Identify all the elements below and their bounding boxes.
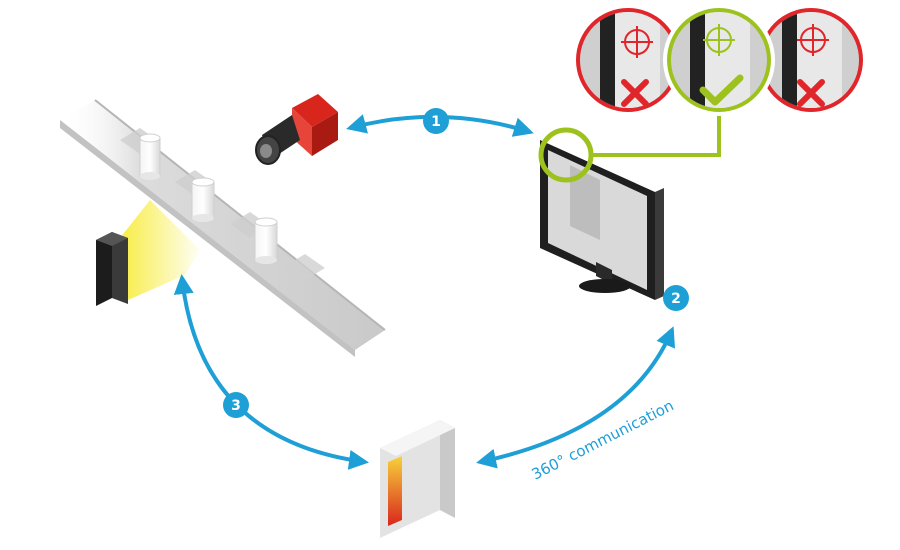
step-badge-3: 3 xyxy=(223,392,249,418)
bottle xyxy=(191,177,215,222)
svg-text:2: 2 xyxy=(671,291,681,307)
cross-mark-icon xyxy=(621,79,649,107)
cross-mark-icon xyxy=(797,79,825,107)
check-mark-icon xyxy=(699,74,744,106)
monitor xyxy=(540,140,664,300)
crosshair-icon xyxy=(621,26,653,58)
step-badge-1: 1 xyxy=(423,108,449,134)
arrow-monitor-controller xyxy=(476,326,676,469)
svg-text:1: 1 xyxy=(431,114,441,130)
sensor-light xyxy=(96,232,128,306)
inspection-zoom xyxy=(538,112,721,183)
controller xyxy=(380,420,455,538)
camera xyxy=(255,94,338,165)
crosshair-icon xyxy=(703,24,735,56)
step-badge-2: 2 xyxy=(663,285,689,311)
svg-text:3: 3 xyxy=(231,398,241,414)
crosshair-icon xyxy=(797,24,829,56)
inspection-result-fail xyxy=(576,8,680,112)
inspection-result-fail xyxy=(759,8,863,112)
inspection-result-pass xyxy=(663,4,775,116)
bottle xyxy=(254,217,278,264)
bottle xyxy=(139,133,161,180)
